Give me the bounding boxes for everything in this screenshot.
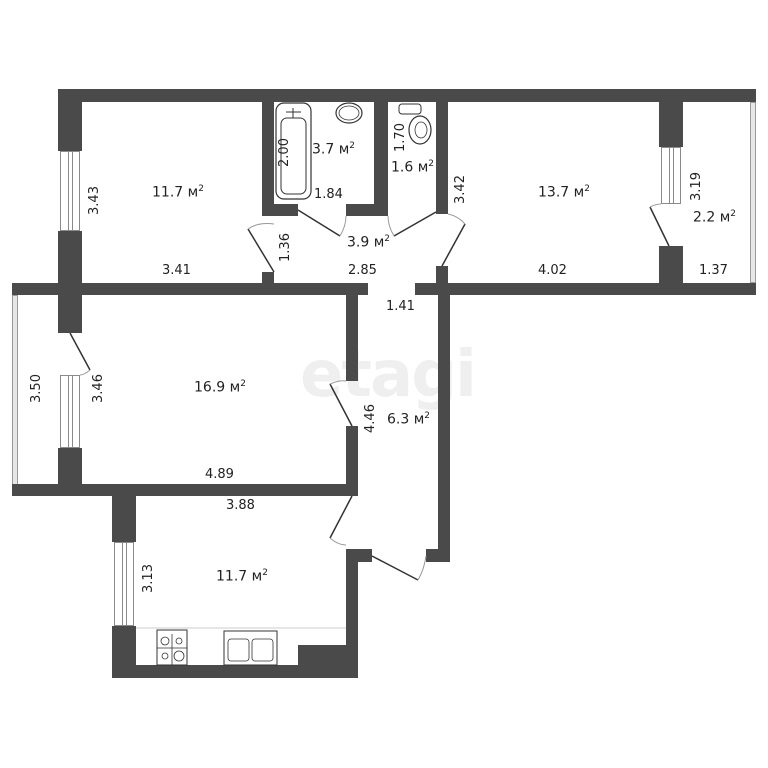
door-toilet	[393, 211, 437, 237]
area-text: 3.9 м	[347, 234, 385, 251]
door-kitchen	[329, 495, 353, 539]
room-area-bedroom-1: 11.7 м2	[152, 184, 204, 201]
room-area-toilet: 1.6 м2	[391, 159, 435, 176]
room-area-bathroom: 3.7 м2	[312, 141, 356, 158]
door-bedroom-2	[441, 223, 466, 267]
wall-living-bottom	[12, 484, 358, 496]
kitchen-sink	[223, 630, 278, 666]
washbasin	[335, 102, 363, 124]
dim-kitchen-height: 3.13	[140, 564, 156, 593]
dim-bedroom-1-height: 3.43	[86, 186, 102, 215]
dim-corridor-height: 4.46	[362, 404, 378, 433]
area-text: 1.6 м	[391, 159, 429, 176]
dim-balcony-right-width: 1.37	[699, 263, 728, 278]
dim-kitchen-width: 3.88	[226, 498, 255, 513]
door-living-room	[329, 383, 353, 427]
room-area-hall: 3.9 м2	[347, 234, 391, 251]
wall-corridor-left-upper	[346, 283, 358, 381]
door-balcony-left	[69, 332, 91, 371]
kitchen-shaft-block	[298, 645, 358, 678]
wall-living-left-upper	[58, 283, 82, 333]
dim-balcony-right-height: 3.19	[688, 172, 704, 201]
area-text: 6.3 м	[387, 411, 425, 428]
wall-left-top-upper	[58, 89, 82, 151]
wall-top	[58, 89, 756, 102]
dim-hall-height: 1.36	[277, 233, 293, 262]
dim-corridor-width: 1.41	[386, 299, 415, 314]
dim-bathroom-height: 2.00	[276, 138, 292, 167]
dim-living-room-height: 3.46	[90, 374, 106, 403]
dim-bedroom-2-height: 3.42	[452, 175, 468, 204]
room-area-corridor: 6.3 м2	[387, 411, 431, 428]
dim-bedroom-1-width: 3.41	[162, 263, 191, 278]
window-kitchen	[114, 542, 134, 626]
balcony-right-glazing	[750, 102, 756, 283]
wall-corridor-right	[438, 283, 450, 562]
dim-bathroom-width: 1.84	[314, 187, 343, 202]
wall-bath-toilet-divider	[374, 89, 388, 216]
area-text: 11.7 м	[152, 184, 199, 201]
wall-right-cap-top	[748, 89, 756, 102]
wall-corridor-bottom-right	[426, 549, 450, 562]
wall-kitchen-bottom	[112, 665, 358, 678]
wall-middle-right	[415, 283, 756, 295]
wall-balcony-divider-upper	[659, 89, 683, 147]
wall-bedroom1-right	[262, 89, 274, 216]
room-area-bedroom-2: 13.7 м2	[538, 184, 590, 201]
dim-bedroom-2-width: 4.02	[538, 263, 567, 278]
dim-toilet-height: 1.70	[392, 123, 408, 152]
area-text: 2.2 м	[693, 209, 731, 226]
dim-hall-width: 2.85	[348, 263, 377, 278]
bathtub	[275, 102, 312, 200]
window-bedroom-2	[661, 147, 681, 204]
room-area-balcony-right: 2.2 м2	[693, 209, 737, 226]
dim-balcony-left-height: 3.50	[28, 374, 44, 403]
wall-hall-right-upper	[436, 89, 448, 214]
door-bathroom	[297, 209, 341, 237]
wall-kitchen-left-upper	[112, 484, 136, 542]
room-area-kitchen: 11.7 м2	[216, 568, 268, 585]
window-bedroom-1	[60, 151, 80, 231]
wall-corridor-left-mid	[346, 426, 358, 496]
door-balcony-right	[649, 206, 670, 247]
door-bedroom-1	[247, 228, 275, 273]
door-entrance	[371, 555, 419, 581]
area-text: 11.7 м	[216, 568, 263, 585]
window-living-room	[60, 375, 80, 448]
toilet	[398, 103, 422, 115]
wall-bath-bottom-left	[262, 204, 298, 216]
wall-middle-left	[12, 283, 368, 295]
room-area-living-room: 16.9 м2	[194, 379, 246, 396]
dim-living-room-width: 4.89	[205, 467, 234, 482]
area-text: 13.7 м	[538, 184, 585, 201]
area-text: 3.7 м	[312, 141, 350, 158]
area-text: 16.9 м	[194, 379, 241, 396]
